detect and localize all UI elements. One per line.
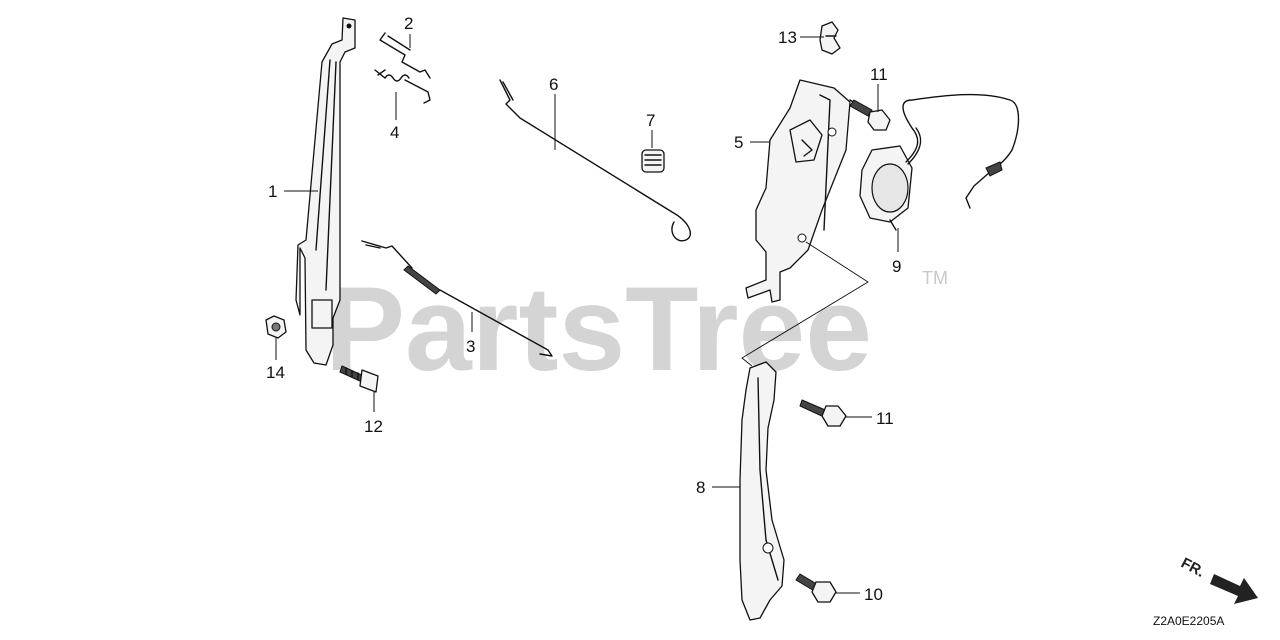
callout-11-upper: 11 [870,65,888,84]
part-12-bolt[interactable] [339,365,379,393]
diagram-code: Z2A0E2205A [1153,614,1224,628]
part-9-switch-cable[interactable] [859,93,1020,231]
callout-1: 1 [268,182,277,201]
part-3-throttle-spring[interactable] [361,240,553,357]
callout-13: 13 [778,28,797,47]
watermark: PartsTree [325,262,872,396]
callout-5: 5 [734,133,743,152]
callout-7: 7 [646,111,655,130]
callout-6: 6 [549,75,558,94]
part-6-wire-rod[interactable] [499,79,691,242]
callout-3: 3 [466,337,475,356]
part-2-link-rod[interactable] [379,32,431,79]
part-7-spring-collar[interactable] [641,149,665,173]
part-13-clip[interactable] [819,21,841,55]
callout-2: 2 [404,14,413,33]
front-arrow-icon [1210,574,1258,604]
part-5-bracket[interactable] [745,79,851,303]
callout-9: 9 [892,257,901,276]
callout-14: 14 [266,363,285,382]
callout-8: 8 [696,478,705,497]
watermark-trademark: TM [922,268,948,288]
part-11-bolt-lower[interactable] [799,399,847,427]
front-direction-indicator: FR. [1178,555,1258,604]
part-11-bolt-upper[interactable] [849,99,891,131]
part-4-spring[interactable] [374,69,431,104]
part-1-lever[interactable] [295,17,356,366]
callout-12: 12 [364,417,383,436]
direction-label: FR. [1178,555,1207,581]
part-10-bolt[interactable] [795,573,837,603]
part-8-cover-plate[interactable] [739,361,785,621]
callout-4: 4 [390,123,399,142]
assembly-guide-line [741,241,869,367]
callout-10: 10 [864,585,883,604]
callout-11-lower: 11 [876,409,894,428]
leader-lines [275,34,899,594]
part-14-nut[interactable] [265,315,287,339]
